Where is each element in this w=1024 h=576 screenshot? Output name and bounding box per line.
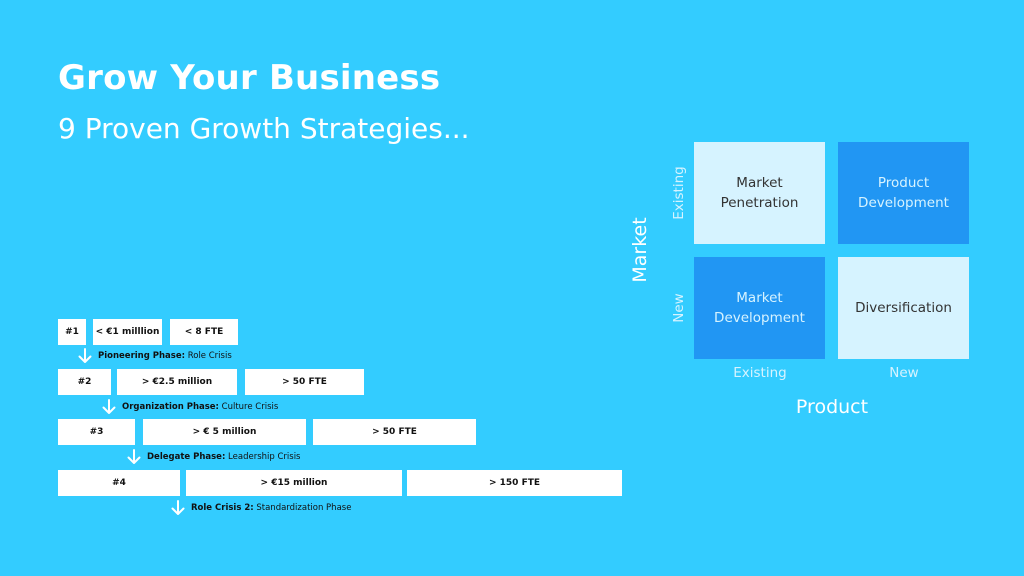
page-subtitle: 9 Proven Growth Strategies... [58,112,470,145]
cell-line-1: Diversification [855,300,952,316]
stage-4-staff: > 150 FTE [407,470,622,496]
phase-2: Organization Phase: Culture Crisis [102,399,278,415]
phase-3: Delegate Phase: Leadership Crisis [127,449,301,465]
matrix-cell-diversification: Diversification [838,257,969,359]
stage-1-number: #1 [58,319,86,345]
matrix-cell-market-development: Market Development [694,257,825,359]
stage-2-staff: > 50 FTE [245,369,364,395]
matrix-y-label-existing: Existing [671,166,687,220]
matrix-cell-market-penetration: Market Penetration [694,142,825,244]
phase-3-label: Delegate Phase: Leadership Crisis [147,452,301,462]
stage-3-number: #3 [58,419,135,445]
stage-1-revenue: < €1 milllion [93,319,162,345]
matrix-cell-product-development: Product Development [838,142,969,244]
page-title: Grow Your Business [58,58,441,98]
phase-1-label: Pioneering Phase: Role Crisis [98,351,232,361]
arrow-down-icon [127,449,141,464]
arrow-down-icon [102,399,116,414]
phase-4-label: Role Crisis 2: Standardization Phase [191,503,352,513]
cell-line-2: Penetration [720,195,799,211]
stage-4-revenue: > €15 million [186,470,402,496]
matrix-x-axis-title: Product [795,396,869,418]
stage-3-staff: > 50 FTE [313,419,476,445]
matrix-x-label-existing: Existing [733,365,787,381]
stage-3-revenue: > € 5 million [143,419,306,445]
stage-2-revenue: > €2.5 million [117,369,237,395]
cell-line-1: Product [877,175,930,191]
arrow-down-icon [78,348,92,363]
cell-line-1: Market [736,290,783,306]
cell-line-1: Market [736,175,783,191]
phase-2-label: Organization Phase: Culture Crisis [122,402,279,412]
stage-2-number: #2 [58,369,111,395]
matrix-y-axis-title: Market [629,217,651,283]
stage-1-staff: < 8 FTE [170,319,238,345]
phase-1: Pioneering Phase: Role Crisis [78,348,232,364]
phase-4: Role Crisis 2: Standardization Phase [171,500,351,516]
cell-line-2: Development [858,195,949,211]
cell-line-2: Development [714,310,805,326]
matrix-y-label-new: New [671,293,687,323]
arrow-down-icon [171,500,185,515]
stage-4-number: #4 [58,470,180,496]
matrix-x-label-new: New [889,365,919,381]
